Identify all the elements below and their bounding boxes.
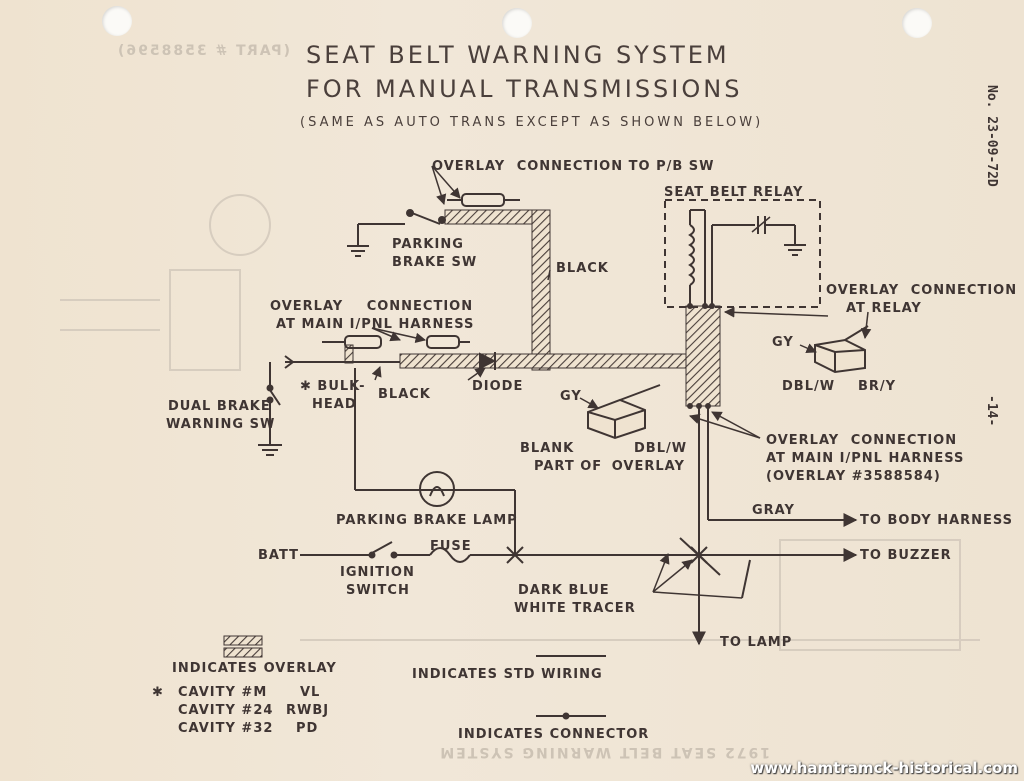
batt-label: BATT bbox=[258, 548, 299, 563]
blank-part-label-1: BLANK bbox=[520, 441, 574, 456]
cavity-row-1-code: VL bbox=[300, 685, 320, 700]
legend-indicates-std-wiring: INDICATES STD WIRING bbox=[412, 667, 603, 682]
to-lamp-label: TO LAMP bbox=[720, 635, 792, 650]
dual-brake-switch-icon bbox=[258, 384, 282, 456]
blank-part-label-2: PART OF OVERLAY bbox=[534, 459, 685, 474]
bry-label: BR/Y bbox=[858, 379, 896, 394]
std-wiring bbox=[269, 361, 850, 630]
subtitle: (SAME AS AUTO TRANS EXCEPT AS SHOWN BELO… bbox=[300, 115, 763, 130]
legend-connector-dot bbox=[562, 712, 570, 720]
cavity-row-1-prefix: ✱ bbox=[152, 685, 164, 700]
seat-belt-relay-box bbox=[664, 199, 821, 308]
overlay-pbsw-label: OVERLAY CONNECTION TO P/B SW bbox=[432, 159, 715, 174]
fuse-label: FUSE bbox=[430, 539, 472, 554]
page-number: -14- bbox=[984, 395, 999, 426]
cavity-row-2-label: CAVITY #24 bbox=[178, 703, 273, 718]
legend: INDICATES OVERLAY INDICATES STD WIRING I… bbox=[152, 635, 649, 742]
bulkhead-marker bbox=[284, 355, 295, 369]
parking-brake-sw-label-2: BRAKE SW bbox=[392, 255, 477, 270]
ignition-label-2: SWITCH bbox=[346, 583, 410, 598]
legend-indicates-overlay: INDICATES OVERLAY bbox=[172, 661, 337, 676]
cavity-row-3-label: CAVITY #32 bbox=[178, 721, 273, 736]
black-wire-label-mid: BLACK bbox=[378, 387, 431, 402]
title-line-2: FOR MANUAL TRANSMISSIONS bbox=[306, 75, 742, 103]
gy-mid-label: GY bbox=[560, 389, 582, 404]
diode-label: DIODE bbox=[472, 379, 523, 394]
dblw-right-label: DBL/W bbox=[782, 379, 835, 394]
dual-brake-label-2: WARNING SW bbox=[166, 417, 275, 432]
dual-brake-label-1: DUAL BRAKE bbox=[168, 399, 271, 414]
parking-brake-lamp-label: PARKING BRAKE LAMP bbox=[336, 513, 518, 528]
cavity-row-3-code: PD bbox=[296, 721, 318, 736]
overlay-lower-label: OVERLAY CONNECTION bbox=[766, 433, 957, 448]
punch-hole-right bbox=[902, 8, 932, 38]
legend-indicates-connector: INDICATES CONNECTOR bbox=[458, 727, 649, 742]
relay-overlay-connector-icon bbox=[814, 325, 869, 374]
cavity-row-2-code: RWBJ bbox=[286, 703, 329, 718]
black-wire-label-top: BLACK bbox=[556, 261, 609, 276]
pbsw-overlay-connector-icon bbox=[447, 193, 520, 207]
watermark: www.hamtramck-historical.com bbox=[750, 759, 1018, 777]
to-body-harness-label: TO BODY HARNESS bbox=[860, 513, 1013, 528]
title-line-1: SEAT BELT WARNING SYSTEM bbox=[306, 41, 730, 69]
svg-text:(PART # 3588596): (PART # 3588596) bbox=[116, 43, 290, 59]
ignition-label-1: IGNITION bbox=[340, 565, 415, 580]
at-main-harness-label: AT MAIN I/PNL HARNESS bbox=[276, 317, 474, 332]
dblw-mid-label: DBL/W bbox=[634, 441, 687, 456]
harness-connector-dots bbox=[687, 303, 715, 409]
at-relay-label: AT RELAY bbox=[846, 301, 922, 316]
mid-overlay-connector-icon bbox=[587, 384, 661, 440]
legend-overlay-swatch bbox=[223, 635, 263, 646]
svg-text:1972 SEAT BELT WARNING SYSTEM: 1972 SEAT BELT WARNING SYSTEM bbox=[438, 744, 770, 760]
to-buzzer-label: TO BUZZER bbox=[860, 548, 952, 563]
relay-ground-icon bbox=[784, 244, 806, 256]
bulkhead-label-2: HEAD bbox=[312, 397, 357, 412]
diode-icon bbox=[479, 352, 497, 370]
bulkhead-label-1: ✱ BULK- bbox=[300, 379, 366, 394]
main-harness-connector-icon bbox=[322, 335, 470, 349]
parking-brake-lamp-icon bbox=[419, 471, 455, 507]
dark-blue-label-2: WHITE TRACER bbox=[514, 601, 636, 616]
seat-belt-relay-label: SEAT BELT RELAY bbox=[664, 185, 803, 200]
punch-hole-left bbox=[102, 6, 132, 36]
document-number: No. 23-09-72D bbox=[984, 85, 999, 187]
ignition-switch-icon bbox=[368, 541, 398, 559]
at-main-harness-label-2: AT MAIN I/PNL HARNESS bbox=[766, 451, 964, 466]
overlay-main-label: OVERLAY CONNECTION bbox=[270, 299, 473, 314]
gy-right-label: GY bbox=[772, 335, 794, 350]
overlay-relay-label: OVERLAY CONNECTION bbox=[826, 283, 1017, 298]
parking-brake-switch-icon bbox=[347, 209, 446, 257]
parking-brake-sw-label-1: PARKING bbox=[392, 237, 464, 252]
relay-coil bbox=[688, 224, 695, 286]
dark-blue-label-1: DARK BLUE bbox=[518, 583, 610, 598]
bleed-through-ghost: (PART # 3588596) 1972 SEAT BELT WARNING … bbox=[60, 43, 980, 760]
gray-wire-label: GRAY bbox=[752, 503, 795, 518]
punch-hole-center bbox=[502, 8, 532, 38]
overlay-part-label: (OVERLAY #3588584) bbox=[766, 469, 941, 484]
cavity-row-1-label: CAVITY #M bbox=[178, 685, 267, 700]
splice-marks bbox=[506, 546, 708, 564]
